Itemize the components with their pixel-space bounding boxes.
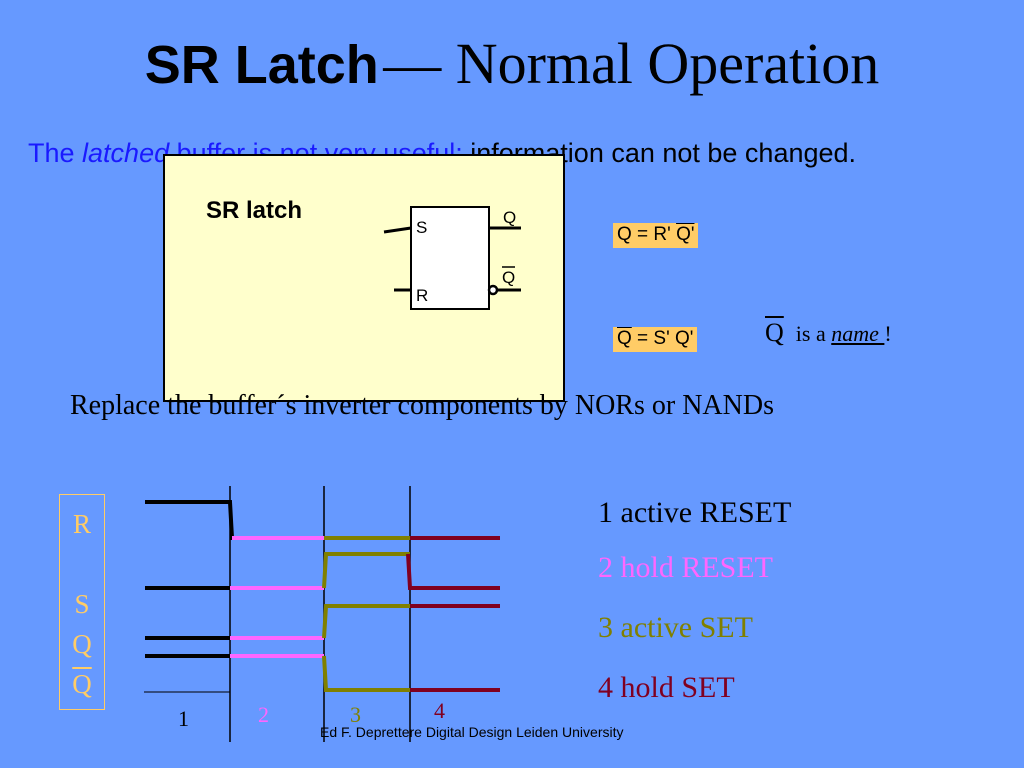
phase-label-4: 4 <box>434 698 445 723</box>
title-rest: — Normal Operation <box>383 31 880 96</box>
slide-title: SR Latch — Normal Operation <box>0 30 1024 97</box>
latch-body <box>410 206 490 310</box>
formula-q-rhs: Q' <box>676 224 695 245</box>
formula-qbar: Q = S' Q' <box>613 327 698 352</box>
formula-q: Q = R' Q' <box>613 223 699 248</box>
latch-s-label: S <box>416 218 427 237</box>
sr-latch-symbol: S R Q Q <box>383 206 521 310</box>
waveform-q-phase3 <box>322 604 410 639</box>
qbar-note-post: ! <box>884 321 892 346</box>
signal-label-s: S <box>74 589 90 619</box>
legend-hold-set: 4 hold SET <box>598 671 735 704</box>
title-bold: SR Latch <box>144 35 379 95</box>
sr-latch-label: SR latch <box>206 197 303 224</box>
qbar-note-pre: is a <box>795 321 832 346</box>
latch-qbar-label: Q <box>502 268 515 287</box>
sr-latch-panel <box>163 154 565 402</box>
formula-q-eq: = R' <box>631 224 677 245</box>
signal-label-q: Q <box>72 629 92 659</box>
latch-s-wire <box>383 226 412 234</box>
signal-label-r: R <box>72 509 91 539</box>
legend-hold-reset: 2 hold RESET <box>598 551 774 584</box>
latch-q-label: Q <box>503 208 516 227</box>
legend-active-set: 3 active SET <box>598 611 753 644</box>
timing-diagram: 1 2 3 4 <box>144 486 500 742</box>
waveform-r-phase1 <box>145 500 324 540</box>
qbar-note-q: Q <box>765 318 784 347</box>
footer: Ed F. Deprettere Digital Design Leiden U… <box>320 724 624 740</box>
legend-active-reset: 1 active RESET <box>598 496 792 529</box>
phase-label-3: 3 <box>350 702 361 727</box>
formula-q-lhs: Q <box>617 224 632 245</box>
intro-part2: latched <box>82 138 170 168</box>
intro-part1: The <box>28 138 83 168</box>
formula-qbar-lhs: Q <box>617 328 632 349</box>
phase-label-1: 1 <box>178 706 189 731</box>
qbar-note-name: name <box>831 321 885 346</box>
signal-label-qbar: Q <box>72 669 92 699</box>
latch-inversion-bubble <box>487 284 499 296</box>
signal-labels: R S Q Q <box>59 494 105 710</box>
waveform-s-phase3 <box>322 552 410 589</box>
phase-label-2: 2 <box>258 702 269 727</box>
replace-instruction: Replace the buffer´s inverter components… <box>70 390 774 421</box>
waveform-qbar-phase3 <box>322 655 410 692</box>
waveform-s-phase4 <box>406 553 500 590</box>
latch-r-label: R <box>416 286 428 305</box>
formula-qbar-eq: = S' Q' <box>631 328 694 349</box>
